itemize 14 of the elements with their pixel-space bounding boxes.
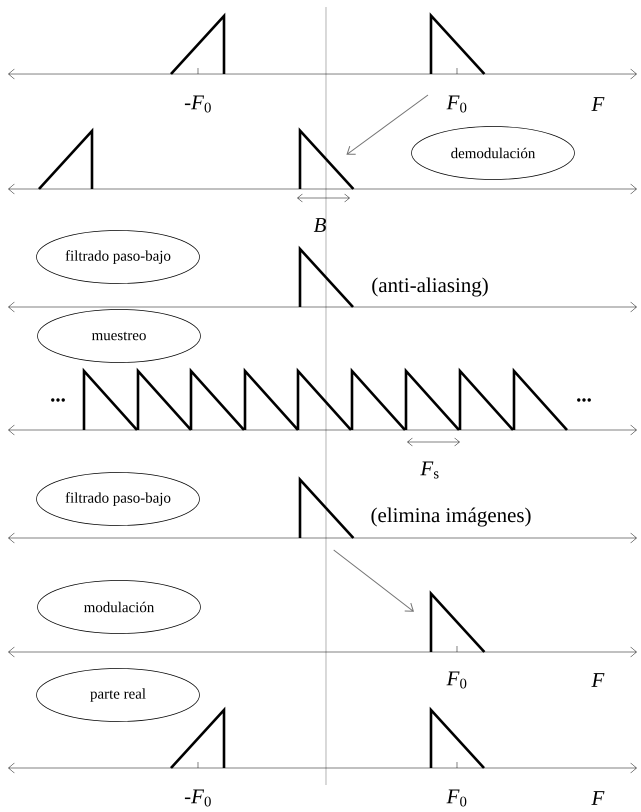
note-label: (anti-aliasing) <box>372 278 488 297</box>
axis-label: F$_{0}$ <box>446 790 466 806</box>
ellipsis: ... <box>51 398 65 402</box>
dimension-label: F$_{s}$ <box>420 462 439 478</box>
arrow <box>333 550 414 612</box>
axis-label: F <box>591 97 604 111</box>
axis-label: -F$_{0}$ <box>184 96 211 112</box>
axis-label: -F$_{0}$ <box>184 790 211 806</box>
axis-label: F <box>591 673 604 687</box>
axis-label: F$_{0}$ <box>446 96 466 112</box>
ellipsis: ... <box>577 398 591 402</box>
arrow <box>346 94 428 155</box>
dimension-label: B <box>314 218 326 232</box>
axis-label: F <box>591 791 604 805</box>
